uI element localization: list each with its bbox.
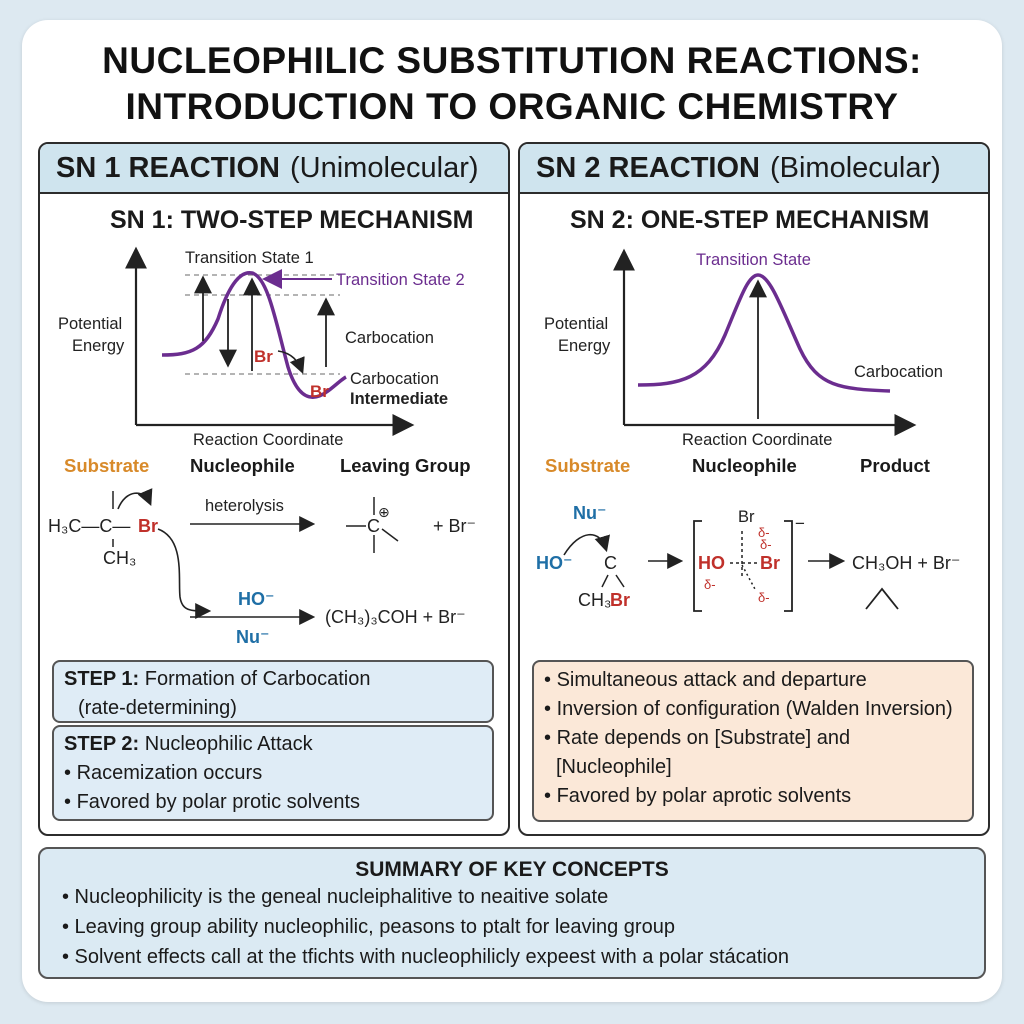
- sn2-ts-delta-bottom: δ-: [758, 590, 770, 605]
- summary-heading: SUMMARY OF KEY CONCEPTS: [355, 858, 669, 881]
- page-title-line2: INTRODUCTION TO ORGANIC CHEMISTRY: [125, 86, 899, 127]
- sn1-ylabel-1: Potential: [58, 315, 122, 333]
- sn1-step2-bullet-2: • Favored by polar protic solvents: [64, 791, 361, 813]
- summary-item-3: • Solvent effects call at the tfichts wi…: [62, 946, 790, 968]
- sn1-substrate-ch3: CH₃: [103, 548, 136, 568]
- sn2-central-c: C: [604, 553, 617, 573]
- sn1-carbocation-label: Carbocation: [345, 329, 434, 347]
- page-title-line1: NUCLEOPHILIC SUBSTITUTION REACTIONS:: [102, 40, 922, 81]
- sn2-bullet-3-cont: [Nucleophile]: [556, 756, 672, 778]
- sn1-substrate-label: Substrate: [64, 455, 149, 476]
- sn2-bullet-2: • Inversion of configuration (Walden Inv…: [544, 698, 953, 720]
- sn2-notes-box: • Simultaneous attack and departure • In…: [532, 660, 974, 822]
- sn2-ts-br-top: Br: [738, 508, 755, 526]
- sn2-panel: SN 2 REACTION (Bimolecular) SN 2: ONE-ST…: [518, 142, 990, 836]
- sn1-substrate-formula: H₃C—C—: [48, 516, 130, 536]
- sn1-step1-text: Formation of Carbocation: [144, 668, 371, 690]
- sn1-product: (CH₃)₃COH + Br⁻: [325, 607, 466, 627]
- sn1-xlabel: Reaction Coordinate: [193, 431, 343, 449]
- sn1-step2-box: STEP 2: Nucleophilic Attack • Racemizati…: [52, 725, 494, 821]
- sn2-bullet-1: • Simultaneous attack and departure: [544, 669, 867, 691]
- sn1-step2-text: Nucleophilic Attack: [144, 733, 313, 755]
- sn1-step1-label: STEP 1:: [64, 668, 140, 690]
- sn1-diagram: Transition State 1 Transition State 2 Ca…: [48, 246, 476, 647]
- sn2-substrate-label: Substrate: [545, 455, 630, 476]
- sn2-carbocation-label: Carbocation: [854, 363, 943, 381]
- summary-item-2: • Leaving group ability nucleophilic, pe…: [62, 916, 675, 938]
- sn1-ho: HO⁻: [238, 589, 275, 609]
- sn1-header: SN 1 REACTION (Unimolecular): [40, 144, 508, 194]
- sn2-ch3-br: Br: [610, 590, 630, 610]
- sn1-ts1-label: Transition State 1: [185, 249, 314, 267]
- sn1-ts2-label: Transition State 2: [336, 271, 465, 289]
- sn2-ch3: CH₃: [578, 590, 611, 610]
- sn1-energy-curve: [161, 271, 347, 399]
- sn1-intermediate-label2: Intermediate: [350, 390, 448, 408]
- sn1-nucleophile-label: Nucleophile: [190, 455, 295, 476]
- sn2-header-main: SN 2 REACTION: [536, 151, 760, 184]
- sn1-step1-note: (rate-determining): [78, 697, 237, 719]
- sn2-ylabel-2: Energy: [558, 337, 611, 355]
- sn1-plus-br: + Br⁻: [433, 516, 476, 536]
- sn1-panel: SN 1 REACTION (Unimolecular) SN 1: TWO-S…: [38, 142, 510, 836]
- sn2-product: CH₃OH + Br⁻: [852, 553, 960, 573]
- sn2-ts-charge: −: [795, 514, 805, 533]
- sn2-ts-delta-left: δ-: [704, 577, 716, 592]
- sn2-bullet-3: • Rate depends on [Substrate] and: [544, 727, 851, 749]
- sn2-bullet-4: • Favored by polar aprotic solvents: [544, 785, 852, 807]
- sn2-energy-curve: [637, 273, 891, 393]
- sn2-diagram: Transition State Carbocation Potential E…: [536, 248, 960, 612]
- sn2-ho: HO⁻: [536, 553, 573, 573]
- sn1-heterolysis-label: heterolysis: [205, 497, 284, 515]
- sn2-ylabel-1: Potential: [544, 315, 608, 333]
- sn1-carbocation-c: C: [367, 516, 380, 536]
- sn1-ylabel-2: Energy: [72, 337, 125, 355]
- sn2-nu: Nu⁻: [573, 503, 607, 523]
- summary-item-1: • Nucleophilicity is the geneal nucleiph…: [62, 886, 609, 908]
- sn1-mechanism-title: SN 1: TWO-STEP MECHANISM: [110, 206, 474, 234]
- sn1-header-main: SN 1 REACTION: [56, 151, 280, 184]
- sn1-step2-label: STEP 2:: [64, 733, 140, 755]
- sn2-header-sub: (Bimolecular): [769, 151, 941, 184]
- sn2-nucleophile-label: Nucleophile: [692, 455, 797, 476]
- sn2-ts-label: Transition State: [696, 251, 811, 269]
- sn1-leaving-group-label: Leaving Group: [340, 455, 471, 476]
- sn1-br-a: Br: [254, 347, 273, 366]
- sn2-product-label: Product: [860, 455, 930, 476]
- sn2-header: SN 2 REACTION (Bimolecular): [520, 144, 988, 194]
- summary-box: SUMMARY OF KEY CONCEPTS • Nucleophilicit…: [38, 847, 986, 979]
- sn2-xlabel: Reaction Coordinate: [682, 431, 832, 449]
- sn2-mechanism-title: SN 2: ONE-STEP MECHANISM: [570, 206, 930, 234]
- sn1-br-b: Br: [310, 382, 329, 401]
- sn2-ts-br: Br: [760, 553, 780, 573]
- sn2-ts-ho: HO: [698, 553, 725, 573]
- sn1-plus-charge: ⊕: [378, 504, 390, 520]
- sn1-intermediate-label1: Carbocation: [350, 370, 439, 388]
- sn1-substrate-br: Br: [138, 516, 158, 536]
- sn1-nu: Nu⁻: [236, 627, 270, 647]
- sn2-ts-delta-right: δ-: [760, 537, 772, 552]
- sn1-step2-bullet-1: • Racemization occurs: [64, 762, 263, 784]
- sn1-step1-box: STEP 1: Formation of Carbocation (rate-d…: [52, 660, 494, 723]
- sn1-header-sub: (Unimolecular): [289, 151, 479, 184]
- sn2-ts-delta-top: δ-: [758, 525, 770, 540]
